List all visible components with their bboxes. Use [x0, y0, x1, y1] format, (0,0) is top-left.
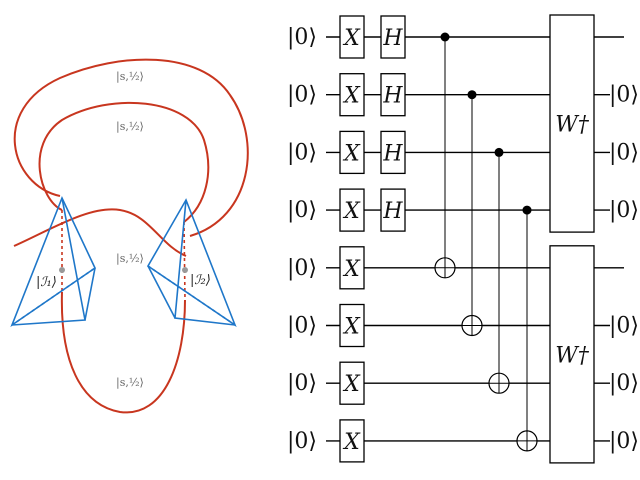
w-dagger-block-0 [549, 14, 595, 233]
h-gate-1 [380, 73, 406, 117]
tetrahedron-right [146, 198, 237, 328]
cnot-control-3 [522, 205, 532, 215]
h-gate-3 [380, 188, 406, 232]
tetrahedron-left [10, 195, 97, 328]
vertex-label-2: |ℐ₂⟩ [190, 273, 211, 288]
input-ket-4: |0⟩ [287, 256, 317, 281]
outer-loop [13, 58, 249, 237]
x-gate-2 [339, 130, 365, 175]
input-ket-3: |0⟩ [287, 198, 317, 223]
h-gate-2 [380, 130, 406, 175]
x-gate-label-1: X [342, 84, 361, 109]
loop-label-inner: |s,½⟩ [116, 120, 144, 134]
vertex-label-1: |ℐ₁⟩ [36, 275, 57, 290]
spin-network-diagram: |s,½⟩ |s,½⟩ |s,½⟩ |s,½⟩ |ℐ₁⟩ |ℐ₂⟩ [10, 58, 249, 414]
x-gate-label-4: X [342, 257, 361, 282]
x-gate-label-3: X [342, 199, 361, 224]
output-ket-1: |0⟩ [609, 83, 639, 108]
x-gate-4 [339, 246, 365, 290]
w-dagger-label-0: W† [555, 113, 590, 138]
input-ket-7: |0⟩ [287, 429, 317, 454]
h-gate-label-0: H [382, 26, 403, 51]
x-gate-label-6: X [342, 372, 361, 397]
x-gate-label-7: X [342, 430, 361, 455]
loop-label-top: |s,½⟩ [116, 70, 144, 84]
input-ket-1: |0⟩ [287, 83, 317, 108]
x-gate-label-0: X [342, 26, 361, 51]
loop-label-bottom: |s,½⟩ [116, 376, 144, 390]
cnot-control-1 [467, 90, 477, 100]
x-gate-5 [339, 303, 365, 348]
middle-arc [13, 208, 187, 257]
x-gate-7 [339, 419, 365, 463]
h-gate-label-2: H [382, 141, 403, 166]
h-gate-0 [380, 15, 406, 59]
output-ket-6: |0⟩ [609, 371, 639, 396]
vertex-dot-2 [182, 267, 188, 273]
x-gate-1 [339, 73, 365, 117]
input-ket-6: |0⟩ [287, 371, 317, 396]
h-gate-label-1: H [382, 84, 403, 109]
cnot-control-0 [440, 32, 450, 42]
input-ket-5: |0⟩ [287, 314, 317, 339]
h-gate-label-3: H [382, 199, 403, 224]
input-ket-0: |0⟩ [287, 25, 317, 50]
output-ket-7: |0⟩ [609, 429, 639, 454]
dashed-link-2 [183, 221, 186, 301]
x-gate-label-5: X [342, 315, 361, 340]
inner-loop [38, 101, 210, 223]
bottom-loop [60, 291, 186, 414]
x-gate-6 [339, 361, 365, 405]
vertex-dot-1 [59, 267, 65, 273]
w-dagger-label-1: W† [555, 343, 590, 368]
loop-label-middle: |s,½⟩ [116, 252, 144, 266]
x-gate-label-2: X [342, 141, 361, 166]
w-dagger-block-1 [549, 245, 595, 464]
cnot-control-2 [494, 147, 504, 157]
input-ket-2: |0⟩ [287, 140, 317, 165]
output-ket-3: |0⟩ [609, 198, 639, 223]
output-ket-2: |0⟩ [609, 140, 639, 165]
x-gate-3 [339, 188, 365, 232]
x-gate-0 [339, 15, 365, 59]
output-ket-5: |0⟩ [609, 314, 639, 339]
